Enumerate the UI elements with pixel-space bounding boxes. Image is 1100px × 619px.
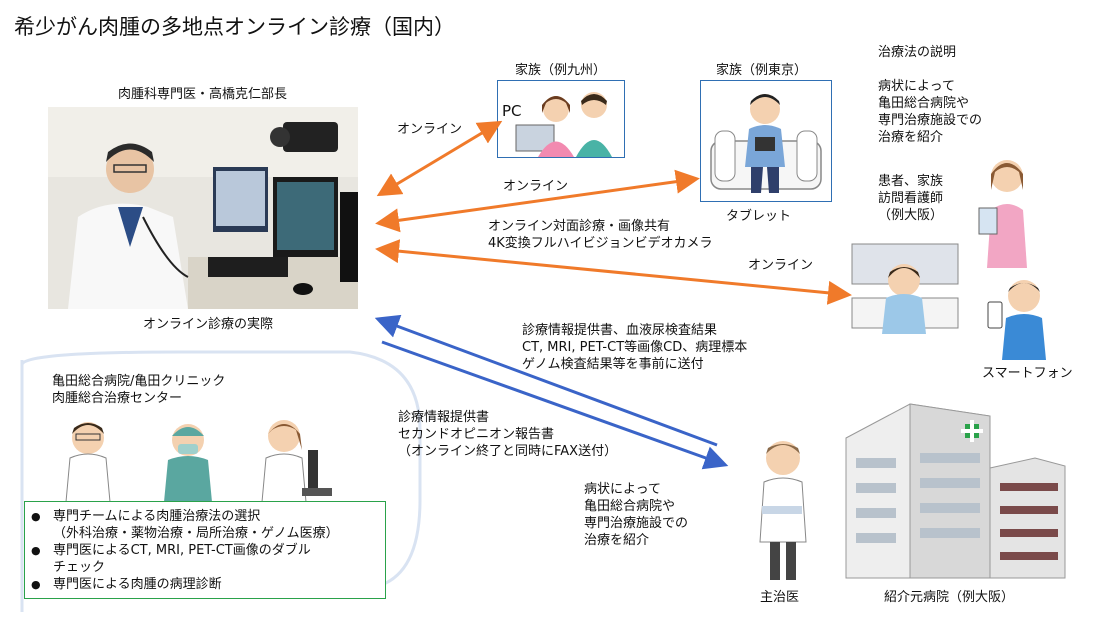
video-call-label: オンライン対面診療・画像共有 4K変換フルハイビジョンビデオカメラ: [488, 219, 713, 251]
hospital-team-title: 亀田総合病院/亀田クリニック 肉腫総合治療センター: [52, 374, 226, 406]
family-tokyo-label: 家族（例東京）: [716, 63, 808, 78]
team-service-item: 専門チームによる肉腫治療法の選択（外科治療・薬物治療・局所治療・ゲノム医療）: [31, 508, 385, 542]
team-service-item: 専門医による肉腫の病理診断: [31, 576, 385, 593]
report-documents-label: 診療情報提供書 セカンドオピニオン報告書 （オンライン終了と同時にFAX送付）: [398, 410, 618, 459]
documents-arrow-to-center: [374, 314, 718, 447]
attending-doctor-label: 主治医: [760, 590, 800, 605]
medical-team-illustration: [48, 410, 338, 502]
family-pc-illustration: [497, 80, 625, 158]
online-label-1: オンライン: [397, 122, 463, 137]
team-curve: [20, 350, 422, 590]
nurse-illustration: [975, 150, 1035, 270]
patient-bed-illustration: [846, 238, 964, 338]
attending-doctor-illustration: [748, 432, 818, 582]
smartphone-person-illustration: [982, 270, 1052, 360]
smartphone-label: スマートフォン: [982, 366, 1073, 381]
photo-caption: オンライン診療の実際: [143, 317, 274, 332]
patient-family-label: 患者、家族 訪問看護師 （例大阪）: [878, 174, 944, 223]
online-label-2: オンライン: [503, 179, 569, 194]
online-arrow-patient: [375, 239, 852, 305]
family-kyushu-label: 家族（例九州）: [515, 63, 607, 78]
consultation-photo: [48, 107, 358, 309]
tablet-label: タブレット: [726, 209, 792, 224]
family-tablet-illustration: [700, 80, 832, 202]
referring-hospital-label: 紹介元病院（例大阪）: [884, 590, 1015, 605]
online-label-3: オンライン: [748, 258, 814, 273]
treatment-explanation: 治療法の説明 病状によって 亀田総合病院や 専門治療施設での 治療を紹介: [878, 45, 983, 145]
referral-explanation: 病状によって 亀田総合病院や 専門治療施設での 治療を紹介: [584, 482, 689, 548]
hospital-building-illustration: [840, 398, 1070, 583]
team-services-box: 専門チームによる肉腫治療法の選択（外科治療・薬物治療・局所治療・ゲノム医療） 専…: [24, 501, 386, 599]
referral-documents-label: 診療情報提供書、血液尿検査結果 CT, MRI, PET-CT等画像CD、病理標…: [522, 323, 748, 372]
page-title: 希少がん肉腫の多地点オンライン診療（国内）: [14, 15, 455, 39]
doctor-caption: 肉腫科専門医・高橋克仁部長: [118, 87, 288, 102]
online-arrow-tokyo: [375, 169, 700, 233]
pc-label: PC: [502, 102, 522, 120]
report-arrow-to-hospital: [381, 340, 729, 470]
